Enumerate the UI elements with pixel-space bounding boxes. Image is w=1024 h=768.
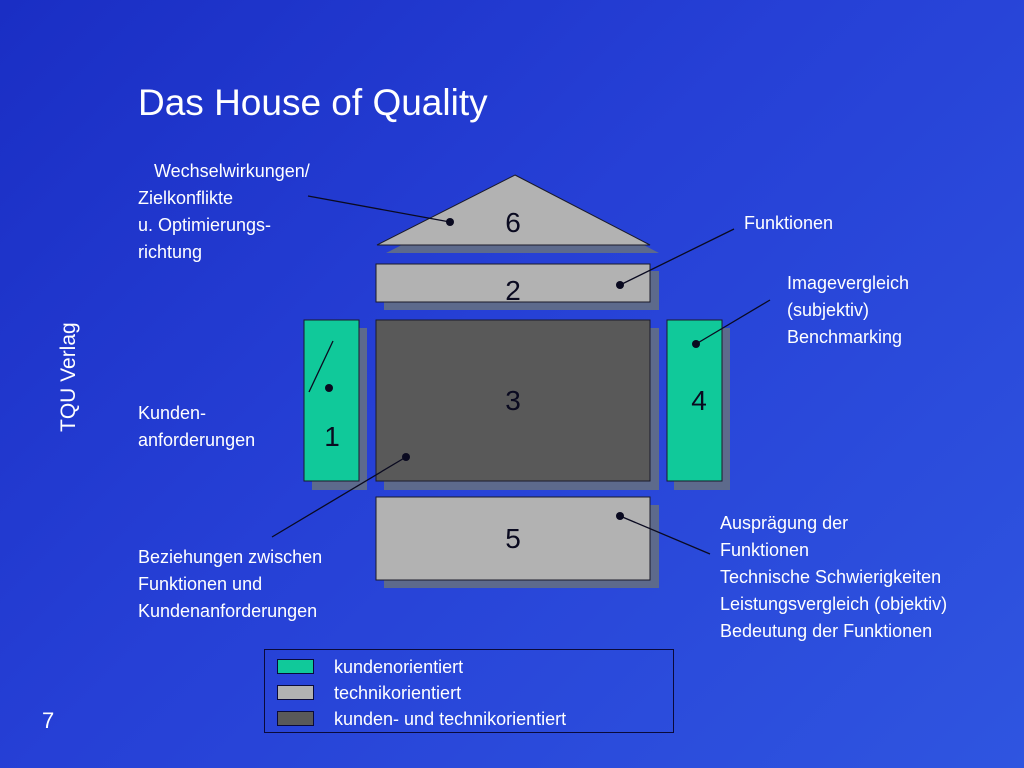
label-line: Benchmarking: [787, 327, 903, 347]
bar-number: 2: [505, 275, 521, 306]
legend-swatch: [277, 711, 314, 726]
legend-label: technikorientiert: [334, 683, 462, 703]
label-line: Ausprägung der: [720, 513, 849, 533]
label-line: u. Optimierungs-: [138, 215, 272, 235]
label-auspraegung: Ausprägung der Funktionen Technische Sch…: [720, 510, 947, 645]
label-line: Beziehungen zwischen: [138, 547, 323, 567]
roof-section: [376, 174, 651, 246]
label-line: Kunden-: [138, 403, 207, 423]
left-number: 1: [324, 421, 340, 452]
leader-wechsel: [307, 195, 451, 223]
pointer-dot: [325, 384, 333, 392]
label-line: Imagevergleich: [787, 273, 910, 293]
label-funktionen: Funktionen: [744, 210, 833, 237]
label-line: Leistungsvergleich (objektiv): [720, 594, 948, 614]
label-imagevergleich: Imagevergleich (subjektiv) Benchmarking: [787, 270, 909, 351]
legend-label: kunden- und technikorientiert: [334, 709, 567, 729]
label-line: Wechselwirkungen/: [154, 161, 310, 181]
center-number: 3: [505, 385, 521, 416]
legend-swatch: [277, 659, 314, 674]
pointer-dot: [692, 340, 700, 348]
pointer-dot: [446, 218, 454, 226]
pointer-dot: [616, 512, 624, 520]
legend-label: kundenorientiert: [334, 657, 464, 677]
leader-funktionen: [619, 228, 735, 286]
label-line: Funktionen: [744, 213, 834, 233]
label-beziehungen: Beziehungen zwischen Funktionen und Kund…: [138, 544, 322, 625]
function-bar: [375, 263, 651, 303]
leader-kunden: [308, 340, 334, 393]
label-line: (subjektiv): [787, 300, 870, 320]
legend-swatch: [277, 685, 314, 700]
roof-number: 6: [505, 207, 521, 238]
label-line: Technische Schwierigkeiten: [720, 567, 942, 587]
label-line: Funktionen: [720, 540, 810, 560]
leader-beziehungen: [271, 456, 407, 538]
label-kundenanforderungen: Kunden- anforderungen: [138, 400, 255, 454]
relationship-matrix: [375, 319, 651, 482]
label-line: Kundenanforderungen: [138, 601, 318, 621]
label-line: anforderungen: [138, 430, 256, 450]
customer-requirements-column: [303, 319, 360, 482]
bottom-number: 5: [505, 523, 521, 554]
label-line: Funktionen und: [138, 574, 263, 594]
right-number: 4: [691, 385, 707, 416]
label-wechselwirkungen: Wechselwirkungen/ Zielkonflikte u. Optim…: [138, 158, 310, 266]
pointer-dot: [616, 281, 624, 289]
page-title: Das House of Quality: [138, 82, 488, 123]
label-line: richtung: [138, 242, 203, 262]
technical-targets-block: [375, 496, 651, 581]
leader-image: [695, 299, 771, 345]
pointer-dot: [402, 453, 410, 461]
label-line: Zielkonflikte: [138, 188, 234, 208]
page-number: 7: [42, 708, 55, 733]
leader-auspraegung: [619, 515, 711, 555]
label-line: Bedeutung der Funktionen: [720, 621, 933, 641]
legend: kundenorientiert technikorientiert kunde…: [264, 649, 674, 733]
